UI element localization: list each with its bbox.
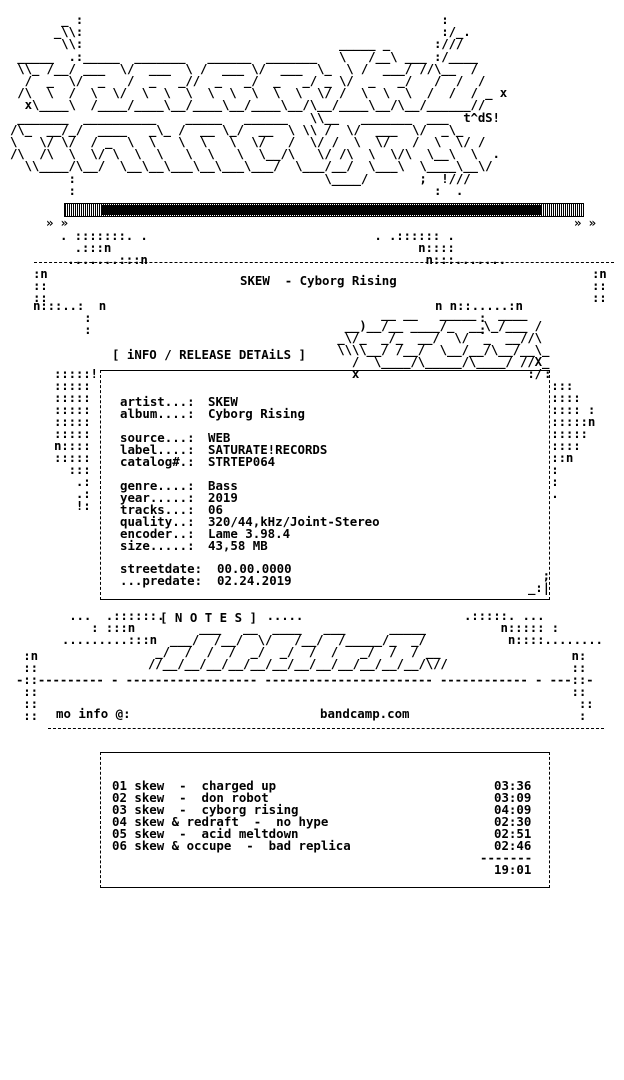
info-field-value: 2019: [208, 490, 238, 505]
info-field-row: source...: WEB: [120, 430, 380, 445]
bar-arrows-right: » »: [574, 215, 596, 230]
track-time: 04:09: [494, 802, 532, 817]
info-corner-art: ; _:|: [528, 568, 550, 595]
info-field-key: source...:: [120, 430, 195, 445]
tracklist-total-time: 19:01: [494, 862, 532, 877]
track-row: 05 skew - acid meltdown 02:51: [112, 826, 532, 841]
track-time: 03:36: [494, 778, 532, 793]
more-info-value: bandcamp.com: [320, 706, 410, 721]
info-left-border-art: :::::! ::::: ::::: ::::: ::::: ::::: n::…: [54, 366, 98, 513]
predate-key: ...predate:: [120, 573, 203, 588]
info-right-border-art: : ::: :::: :::: : :::::n ::::: :::: ::n …: [544, 366, 596, 501]
info-field-row: tracks...: 06: [120, 502, 380, 517]
track-title: 01 skew - charged up: [112, 778, 277, 793]
streetdate-row: streetdate: 00.00.0000: [120, 561, 292, 576]
ascii-logo-art: _ : : _\\: :/_. \\: _____ _ :/// _____ .…: [10, 12, 508, 198]
tracklist-separator: -------: [480, 850, 533, 865]
info-field-key: size.....:: [120, 538, 195, 553]
info-field-value: Bass: [208, 478, 238, 493]
info-section-title: [ iNFO / RELEASE DETAiLS ]: [112, 347, 306, 362]
info-field-key: quality..:: [120, 514, 195, 529]
notes-frame: :n n: :: :: -::--------- - -------------…: [16, 648, 594, 723]
info-field-row: encoder..: Lame 3.98.4: [120, 526, 380, 541]
notes-dots-row: ... .::::::. ..... .:::::. ... : :::n n:…: [61, 608, 603, 647]
info-field-row: year.....: 2019: [120, 490, 380, 505]
tracklist-box: [100, 752, 550, 888]
info-field-value: 43,58 MB: [208, 538, 268, 553]
info-field-key: label....:: [120, 442, 195, 457]
info-field-value: WEB: [208, 430, 231, 445]
info-field-row: size.....: 43,58 MB: [120, 538, 380, 553]
track-title: 03 skew - cyborg rising: [112, 802, 299, 817]
title-frame-left: :n :: ::: [33, 266, 48, 305]
track-title: 05 skew - acid meltdown: [112, 826, 299, 841]
info-field-key: genre....:: [120, 478, 195, 493]
info-box: [100, 370, 550, 600]
title-frame-bottom: n:::..: n n n::.....:n : : : :: [33, 298, 523, 337]
info-ascii-logo: __ __ _____ ____ __)__/__ ____/_ __\_/__…: [337, 306, 550, 381]
header-progress-fill: [101, 205, 541, 215]
info-field-key: catalog#.:: [120, 454, 195, 469]
title-frame-right: :n :: ::: [592, 266, 607, 305]
track-time: 02:46: [494, 838, 532, 853]
track-title: 04 skew & redraft - no hype: [112, 814, 329, 829]
notes-ascii-logo: ___ __ ____ ___ _____ ___/ /__/ \/ /__/ …: [148, 620, 448, 671]
title-frame-top: [34, 262, 614, 263]
track-time: 03:09: [494, 790, 532, 805]
info-field-key: album....:: [120, 406, 195, 421]
predate-value: 02.24.2019: [216, 573, 292, 588]
info-field-key: year.....:: [120, 490, 195, 505]
info-field-row: catalog#.: STRTEP064: [120, 454, 380, 469]
info-field-value: STRTEP064: [208, 454, 276, 469]
track-row: 01 skew - charged up 03:36: [112, 778, 532, 793]
info-field-value: Cyborg Rising: [208, 406, 305, 421]
bar-arrows-left: » »: [46, 215, 68, 230]
info-field-key: encoder..:: [120, 526, 195, 541]
release-title: SKEW - Cyborg Rising: [240, 273, 397, 288]
info-field-value: Lame 3.98.4: [208, 526, 291, 541]
track-title: 02 skew - don robot: [112, 790, 269, 805]
track-time: 02:51: [494, 826, 532, 841]
info-fields: artist...: SKEW album....: Cyborg Rising sou…: [120, 394, 380, 553]
track-time: 02:30: [494, 814, 532, 829]
streetdate-key: streetdate:: [120, 561, 203, 576]
streetdate-value: 00.00.0000: [216, 561, 292, 576]
info-field-key: tracks...:: [120, 502, 195, 517]
info-field-value: SKEW: [208, 394, 238, 409]
info-field-value: 320/44,kHz/Joint-Stereo: [208, 514, 380, 529]
header-progress-bar: [64, 203, 584, 217]
more-info-label: mo info @:: [56, 706, 131, 721]
info-field-value: SATURATE!RECORDS: [208, 442, 328, 457]
info-field-value: 06: [208, 502, 223, 517]
predate-row: ...predate: 02.24.2019: [120, 573, 292, 588]
info-field-row: quality..: 320/44,kHz/Joint-Stereo: [120, 514, 380, 529]
track-title: 06 skew & occupe - bad replica: [112, 838, 351, 853]
info-field-key: artist...:: [120, 394, 195, 409]
track-row: 04 skew & redraft - no hype 02:30: [112, 814, 532, 829]
track-row: 03 skew - cyborg rising 04:09: [112, 802, 532, 817]
info-field-row: genre....: Bass: [120, 478, 380, 493]
info-field-row: artist...: SKEW: [120, 394, 380, 409]
track-row: 02 skew - don robot 03:09: [112, 790, 532, 805]
info-field-row: album....: Cyborg Rising: [120, 406, 380, 421]
notes-bottom-line: [48, 728, 604, 729]
info-field-row: label....: SATURATE!RECORDS: [120, 442, 380, 457]
track-row: 06 skew & occupe - bad replica 02:46: [112, 838, 532, 853]
notes-section-title: [ N O T E S ]: [160, 610, 257, 625]
ascii-dots-row: . :::::::. . . .:::::: . .:::n n:::: ...…: [60, 228, 506, 267]
